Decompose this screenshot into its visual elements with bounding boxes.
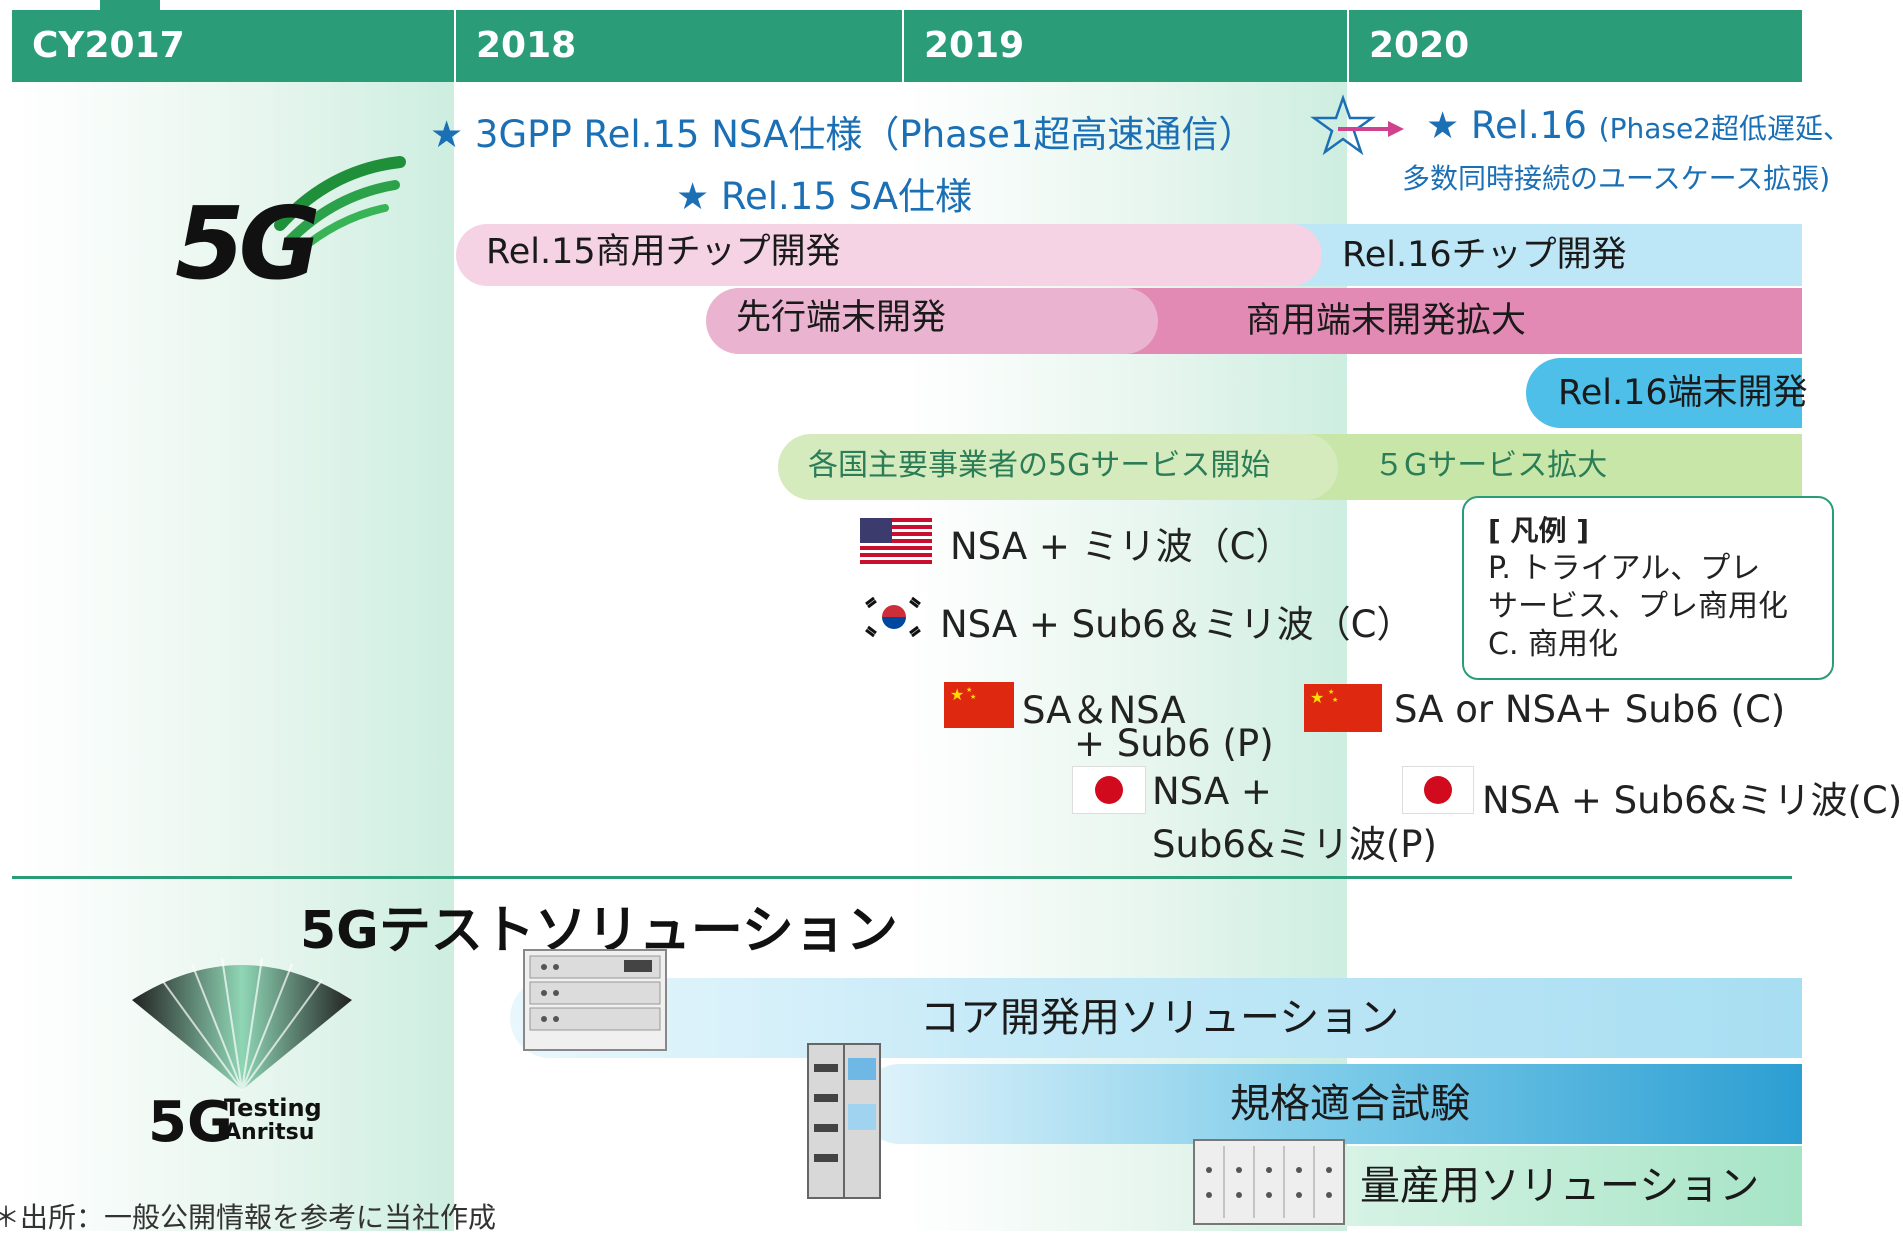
jp-status-2020: NSA + Sub6&ミリ波(C) [1482,779,1903,822]
rel15-chip-label: Rel.15商用チップ開発 [486,232,841,272]
kr-flag-icon [862,594,926,640]
legend-line-3: C. 商用化 [1488,627,1619,662]
early-device-bar: 先行端末開発 [706,288,1158,354]
year-header-2017: CY2017 [12,10,454,82]
header-cap [100,0,160,10]
core-solution-label: コア開発用ソリューション [920,995,1400,1041]
rel16-note-1: (Phase2超低遅延、 [1598,112,1851,145]
rel16-title: ★ Rel.16 (Phase2超低遅延、 [1426,104,1851,147]
jp-flag-icon-2020 [1402,766,1474,814]
svg-text:★: ★ [950,685,964,704]
service-expand-label: ５Gサービス拡大 [1374,448,1608,483]
service-start-bar: 各国主要事業者の5Gサービス開始 [778,434,1338,500]
commercial-device-label: 商用端末開発拡大 [1246,301,1527,341]
5g-waves-icon [274,156,406,256]
testing-logo-testing: Testing [224,1094,322,1122]
cabinet-instrument-icon [807,1043,881,1199]
cn-flag-icon-2020: ★ ★ ★ [1304,684,1382,732]
testing-logo-5g: 5G [148,1090,233,1155]
cn-status-2020: SA or NSA+ Sub6 (C) [1394,688,1786,731]
us-status: NSA + ミリ波（C） [950,525,1293,568]
core-solution-bar: コア開発用ソリューション [510,978,1802,1058]
year-header-2020: 2020 [1349,10,1802,82]
legend-title: [ 凡例 ] [1488,514,1590,547]
year-header-2019: 2019 [904,10,1347,82]
service-start-label: 各国主要事業者の5Gサービス開始 [808,448,1271,483]
us-flag-icon [860,518,932,564]
5g-testing-fan-logo-icon [132,957,352,1091]
legend-line-1: P. トライアル、プレ [1488,551,1761,586]
early-device-label: 先行端末開発 [736,298,947,338]
rel15-sa-spec: ★ Rel.15 SA仕様 [676,175,973,218]
testing-logo-anritsu: Anritsu [224,1120,315,1145]
conformance-bar: 規格適合試験 [860,1064,1802,1144]
jp-status-2019-line1: NSA + [1152,770,1272,813]
cn-flag-icon-2019: ★ ★ ★ [944,682,1014,728]
rack-instrument-icon [523,949,667,1051]
service-expand-bar: ５Gサービス拡大 [1290,434,1802,500]
rel15-chip-bar: Rel.15商用チップ開発 [456,224,1322,286]
commercial-device-bar: 商用端末開発拡大 [1120,288,1802,354]
year-header-2018: 2018 [456,10,902,82]
jp-flag-icon-2019 [1072,766,1146,814]
svg-text:★: ★ [970,693,976,701]
rel16-note-2: 多数同時接続のユースケース拡張) [1402,162,1831,195]
rel15-nsa-spec: ★ 3GPP Rel.15 NSA仕様（Phase1超高速通信） [430,113,1256,156]
rel16-chip-bar: Rel.16チップ開発 [1290,224,1802,286]
legend-box: [ 凡例 ] P. トライアル、プレ サービス、プレ商用化 C. 商用化 [1462,496,1834,680]
kr-status: NSA + Sub6＆ミリ波（C） [940,603,1414,646]
rel16-chip-label: Rel.16チップ開発 [1342,235,1627,275]
rel16-device-label: Rel.16端末開発 [1558,373,1808,413]
outline-star-arrow-icon [1310,94,1404,156]
svg-text:★: ★ [1328,688,1334,696]
section-divider [12,876,1792,879]
svg-text:★: ★ [1332,696,1338,704]
source-footnote: ＊出所：一般公開情報を参考に当社作成 [0,1201,497,1234]
svg-text:★: ★ [966,686,972,694]
rel16-device-bar: Rel.16端末開発 [1526,358,1808,428]
multi-unit-instrument-icon [1193,1139,1345,1225]
mass-production-label: 量産用ソリューション [1360,1163,1760,1209]
svg-text:★: ★ [1310,688,1324,707]
conformance-label: 規格適合試験 [1230,1081,1470,1127]
cn-status-2019-line1: SA＆NSA [1022,689,1186,732]
legend-line-2: サービス、プレ商用化 [1488,589,1788,624]
cn-status-2019-line2: + Sub6 (P) [1074,722,1274,765]
rel16-title-text: ★ Rel.16 [1426,104,1587,147]
5g-logo: 5G [170,140,410,302]
5g-logo-text: 5G [175,185,321,302]
jp-status-2019-line2: Sub6&ミリ波(P) [1152,823,1437,866]
